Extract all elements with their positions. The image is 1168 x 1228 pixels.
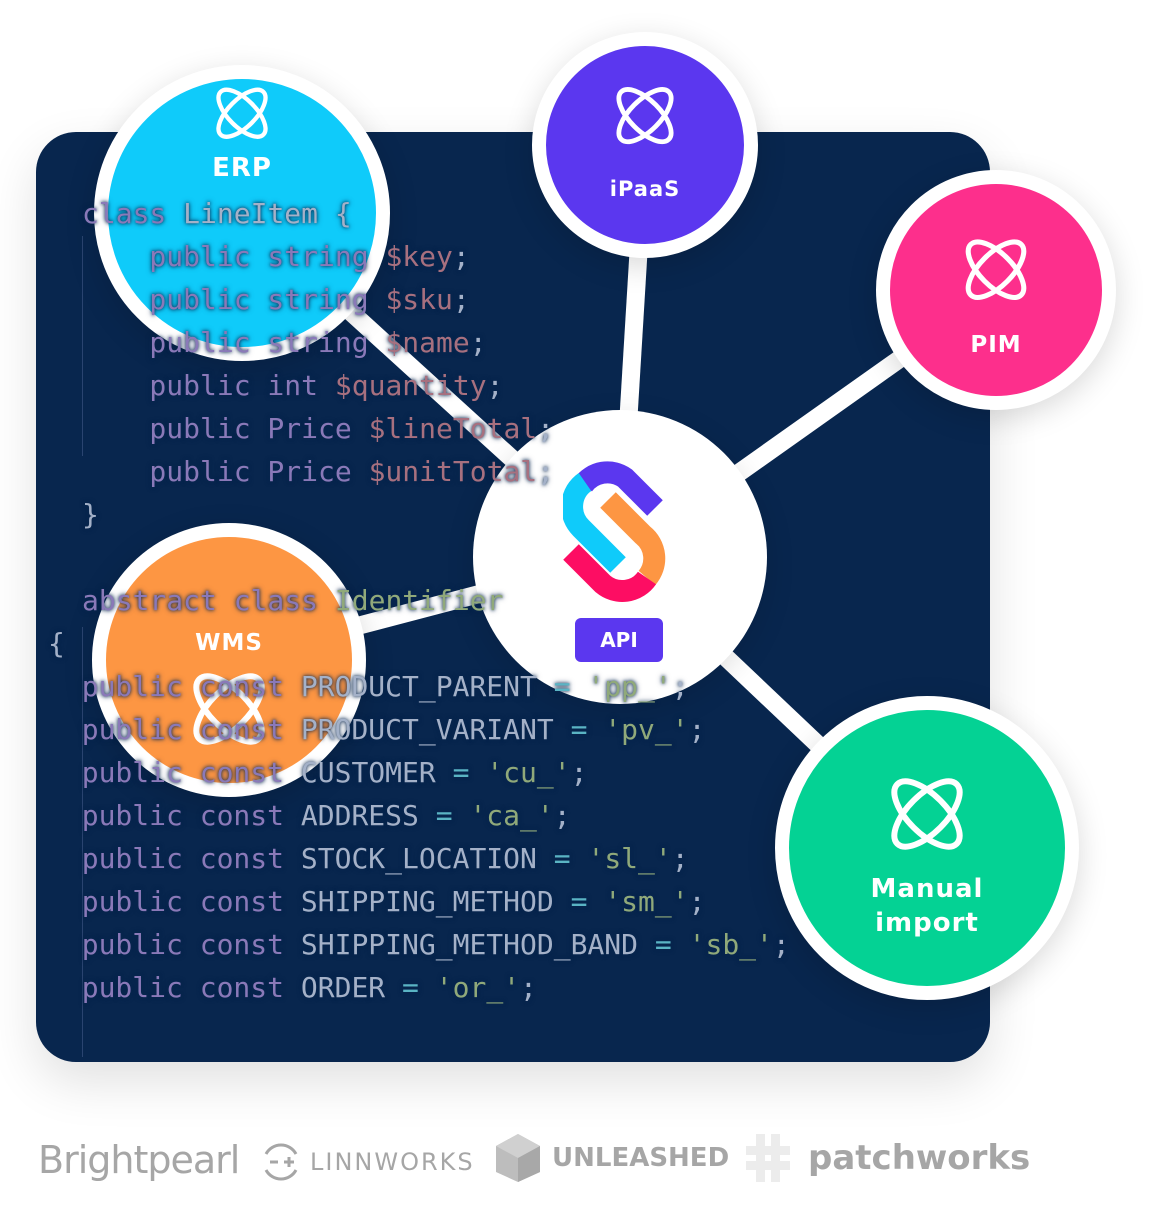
patchworks-wordmark: patchworks bbox=[808, 1138, 1031, 1178]
unleashed-wordmark: UNLEASHED bbox=[552, 1143, 730, 1173]
node-wms[interactable]: WMS bbox=[92, 523, 366, 797]
node-pim[interactable]: PIM bbox=[876, 170, 1116, 410]
indent-guide bbox=[82, 236, 83, 456]
atom-icon bbox=[965, 239, 1027, 300]
node-label: PIM bbox=[970, 332, 1022, 358]
atom-icon bbox=[891, 778, 963, 850]
partner-patchworks: patchworks bbox=[744, 1132, 1030, 1184]
node-label: import bbox=[875, 908, 979, 938]
atom-icon bbox=[616, 87, 674, 145]
node-manual-import[interactable]: Manual import bbox=[775, 696, 1079, 1000]
linnworks-icon bbox=[264, 1143, 298, 1181]
atom-icon bbox=[193, 673, 265, 745]
node-erp[interactable]: ERP bbox=[94, 65, 390, 361]
node-ipaas[interactable]: iPaaS bbox=[532, 32, 758, 258]
partner-logos: Brightpearl LINNWORKS UNLEASHED patchwor… bbox=[0, 1130, 1168, 1194]
node-label: ERP bbox=[212, 153, 272, 183]
atom-icon bbox=[216, 87, 268, 139]
brightpearl-wordmark: Brightpearl bbox=[38, 1138, 240, 1182]
node-label: Manual bbox=[870, 874, 984, 904]
unleashed-cube-icon bbox=[496, 1134, 540, 1182]
partner-linnworks: LINNWORKS bbox=[262, 1142, 475, 1182]
api-hub[interactable]: API bbox=[473, 410, 767, 704]
linnworks-wordmark: LINNWORKS bbox=[310, 1148, 475, 1176]
patchworks-icon bbox=[746, 1134, 790, 1182]
partner-unleashed: UNLEASHED bbox=[494, 1132, 729, 1184]
indent-guide bbox=[82, 627, 83, 1057]
s-logo-icon bbox=[563, 461, 666, 602]
api-badge: API bbox=[575, 618, 663, 662]
node-label: iPaaS bbox=[609, 177, 681, 201]
node-label: WMS bbox=[195, 630, 263, 656]
partner-brightpearl: Brightpearl bbox=[38, 1138, 240, 1182]
